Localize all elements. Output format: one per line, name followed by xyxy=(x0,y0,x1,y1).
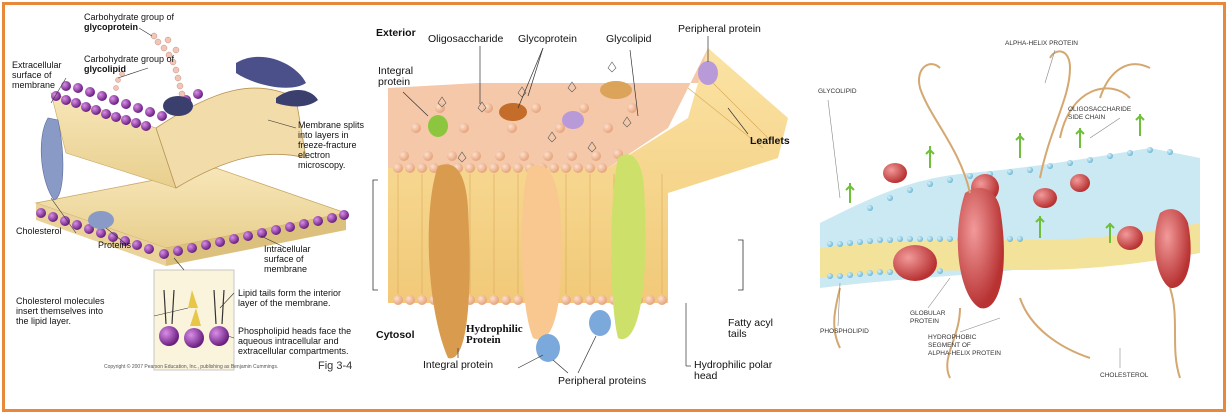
label-oligosaccharide-side-chain: Oligosaccharide side chain xyxy=(1068,106,1132,121)
purple-protein xyxy=(562,111,584,129)
label-lipid-tails: Lipid tails form the interior layer of t… xyxy=(238,288,342,308)
label-oligosaccharide: Oligosaccharide xyxy=(428,33,504,45)
leader-lines-3 xyxy=(827,49,1121,368)
membrane-illustration-2 xyxy=(372,36,788,374)
label-intracellular: Intracellular surface of membrane xyxy=(264,244,311,274)
label-cholesterol-3: Cholesterol xyxy=(1100,372,1149,379)
oligosaccharide-chains xyxy=(437,61,632,163)
label-globular-protein: Globular protein xyxy=(910,310,946,325)
peripheral-protein-top xyxy=(698,61,718,85)
inset-phospholipids xyxy=(159,289,229,348)
label-hydrophobic-segment: Hydrophobic segment of alpha-helix prote… xyxy=(928,334,1001,357)
label-membrane-splits: Membrane splits into layers in freeze-fr… xyxy=(298,120,365,170)
integral-protein-cylinder xyxy=(40,117,64,201)
glycolipid-sprigs xyxy=(845,114,1145,243)
label-leaflets: Leaflets xyxy=(750,135,790,147)
label-glycoprotein: Glycoprotein xyxy=(518,33,577,45)
label-alpha-helix-top: Alpha-helix protein xyxy=(1005,40,1078,47)
label-peripheral-protein: Peripheral protein xyxy=(678,23,761,35)
peripheral-protein-bottom-2 xyxy=(589,310,611,336)
label-cytosol: Cytosol xyxy=(376,329,415,341)
peripheral-protein-bottom-1 xyxy=(536,334,560,362)
label-hydrophilic-protein: Hydrophilic Protein xyxy=(466,323,523,346)
membrane-illustration-3 xyxy=(820,49,1200,379)
integral-protein-brown xyxy=(428,164,470,359)
glycoprotein-chain xyxy=(150,32,186,98)
top-heads xyxy=(393,103,637,173)
bilayer-body xyxy=(388,48,788,303)
panel-fluid-mosaic: Alpha-helix protein Glycolipid Oligosacc… xyxy=(810,8,1210,398)
leader-lines-2 xyxy=(402,36,749,374)
glycolipid-top xyxy=(600,81,632,99)
label-fatty-acyl: Fatty acyl tails xyxy=(728,317,773,340)
label-glycolipid: Glycolipid xyxy=(606,33,652,45)
upper-bilayer xyxy=(50,92,177,189)
label-cholesterol: Cholesterol xyxy=(16,226,62,236)
label-integral-protein-bottom: Integral protein xyxy=(423,359,494,371)
bottom-phospholipid-heads xyxy=(36,208,349,259)
fatty-acyl-bracket xyxy=(738,239,744,291)
label-extracellular: Extracellular surface of membrane xyxy=(12,60,62,90)
label-exterior: Exterior xyxy=(376,27,416,39)
glycoprotein-top xyxy=(499,103,527,121)
protein-blob xyxy=(88,211,114,229)
panel-labeled-membrane: Exterior Oligosaccharide Glycoprotein Gl… xyxy=(368,8,808,398)
membrane-top-surface xyxy=(388,48,708,168)
membrane-illustration-1 xyxy=(34,27,349,371)
peripheral-protein-blob xyxy=(236,56,306,88)
label-glycolipid-3: Glycolipid xyxy=(818,88,857,95)
split-layer xyxy=(155,87,307,189)
label-carb-glycoprotein: Carbohydrate group of glycoprotein xyxy=(84,12,175,32)
peripheral-protein-blob-2 xyxy=(276,89,318,107)
hydrophilic-protein xyxy=(521,164,562,340)
label-peripheral-proteins: Peripheral proteins xyxy=(558,375,647,387)
figure-number: Fig 3-4 xyxy=(318,360,353,372)
bilayer-bracket xyxy=(372,179,378,291)
panel-pearson-membrane: Carbohydrate group of glycoprotein Carbo… xyxy=(6,8,376,398)
label-phospholipid: Phospholipid xyxy=(820,328,869,335)
label-cholesterol-molecules: Cholesterol molecules insert themselves … xyxy=(16,296,105,326)
globular-proteins xyxy=(883,163,1191,309)
label-proteins: Proteins xyxy=(98,240,132,250)
integral-protein-green-top xyxy=(428,115,448,137)
label-hydrophilic-polar: Hydrophilic polar head xyxy=(694,359,773,382)
label-integral-protein-top: Integral protein xyxy=(378,65,414,88)
label-phospholipid-heads: Phospholipid heads face the aqueous intr… xyxy=(238,326,352,356)
copyright-text: Copyright © 2007 Pearson Education, Inc.… xyxy=(104,364,279,370)
leader-lines xyxy=(50,27,297,339)
alpha-helix-chains xyxy=(833,50,1181,379)
glycolipid-chain xyxy=(113,71,125,91)
green-integral-protein xyxy=(611,154,646,340)
label-carb-glycolipid: Carbohydrate group of glycolipid xyxy=(84,54,175,74)
glycoprotein-blob xyxy=(163,96,193,116)
